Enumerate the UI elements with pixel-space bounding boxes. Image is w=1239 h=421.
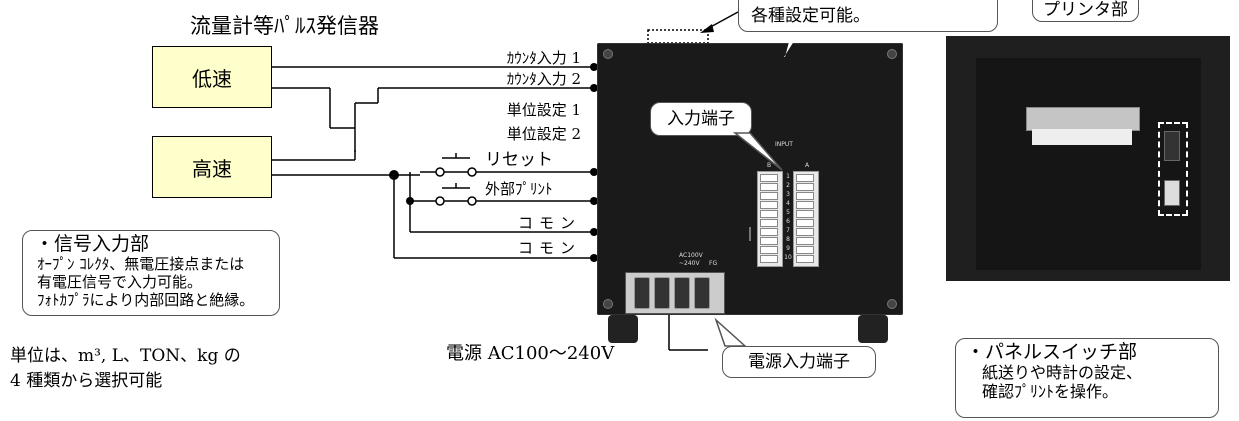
signal-input-title: ・信号入力部 xyxy=(35,233,150,255)
screw xyxy=(603,49,613,59)
power-supply-label: 電源 AC100～240V xyxy=(446,343,615,364)
clock-button xyxy=(1164,180,1180,206)
high-speed-box: 高速 xyxy=(152,136,272,198)
input-terminal-label: 入力端子 xyxy=(667,109,735,129)
paper xyxy=(1032,129,1132,145)
screw xyxy=(603,299,613,309)
label-reset: リセット xyxy=(485,150,553,170)
low-speed-label: 低速 xyxy=(192,66,232,91)
signal-input-line-3: ﾌｫﾄｶﾌﾟﾗにより内部回路と絶縁。 xyxy=(37,291,255,309)
panel-switch-callout: ・パネルスイッチ部 紙送りや時計の設定、 確認ﾌﾟﾘﾝﾄを操作。 xyxy=(955,338,1219,418)
power-terminal-label: 電源入力端子 xyxy=(748,352,850,372)
printer-label: プリンタ部 xyxy=(1043,0,1128,20)
panel-switch-highlight xyxy=(1158,122,1188,216)
label-counter-input-1: ｶｳﾝﾀ入力 1 xyxy=(506,49,581,67)
panel-switch-line-2: 確認ﾌﾟﾘﾝﾄを操作。 xyxy=(982,382,1119,401)
printer-photo xyxy=(946,36,1230,281)
screw xyxy=(887,299,897,309)
label-common-2: コモン xyxy=(517,239,581,257)
device-foot-left xyxy=(608,315,638,343)
printer-bezel xyxy=(976,58,1201,270)
power-terminal-block xyxy=(625,272,725,314)
screw xyxy=(887,49,897,59)
ac-range-print: ~240V xyxy=(679,260,700,267)
panel-mark xyxy=(749,227,751,241)
unit-note-line-1: 単位は、m³, L、TON、kg の xyxy=(10,346,241,366)
feed-button xyxy=(1164,131,1180,161)
unit-note-line-2: 4 種類から選択可能 xyxy=(10,371,163,391)
printer-callout: プリンタ部 xyxy=(1032,0,1139,22)
high-speed-label: 高速 xyxy=(192,156,232,181)
settings-callout: 各種設定可能。 xyxy=(738,0,998,32)
settings-callout-text: 各種設定可能。 xyxy=(751,6,870,26)
terminal-block-a xyxy=(793,171,819,267)
signal-input-line-2: 有電圧信号で入力可能。 xyxy=(37,273,203,291)
power-terminal-callout: 電源入力端子 xyxy=(722,346,876,378)
device-foot-right xyxy=(858,315,888,343)
source-title: 流量計等ﾊﾟﾙｽ発信器 xyxy=(190,14,379,38)
terminal-block-b xyxy=(757,171,783,267)
paper-slot xyxy=(1026,107,1140,131)
input-terminal-callout: 入力端子 xyxy=(650,102,752,136)
panel-switch-line-1: 紙送りや時計の設定、 xyxy=(982,363,1143,382)
signal-input-line-1: ｵｰﾌﾟﾝ ｺﾚｸﾀ、無電圧接点または xyxy=(37,255,245,273)
fg-print: FG xyxy=(709,260,718,267)
label-unit-setting-2: 単位設定 2 xyxy=(506,125,581,143)
label-counter-input-2: ｶｳﾝﾀ入力 2 xyxy=(506,70,581,88)
low-speed-box: 低速 xyxy=(152,46,272,108)
signal-input-callout: ・信号入力部 ｵｰﾌﾟﾝ ｺﾚｸﾀ、無電圧接点または 有電圧信号で入力可能。 ﾌ… xyxy=(22,230,280,316)
ac-print: AC100V xyxy=(679,252,703,259)
column-b-print: B xyxy=(767,162,772,169)
input-print: INPUT xyxy=(775,141,793,148)
label-common-1: コモン xyxy=(517,214,581,232)
label-external-print: 外部ﾌﾟﾘﾝﾄ xyxy=(485,180,553,198)
label-unit-setting-1: 単位設定 1 xyxy=(506,101,581,119)
panel-switch-title: ・パネルスイッチ部 xyxy=(966,341,1138,363)
column-a-print: A xyxy=(805,162,810,169)
